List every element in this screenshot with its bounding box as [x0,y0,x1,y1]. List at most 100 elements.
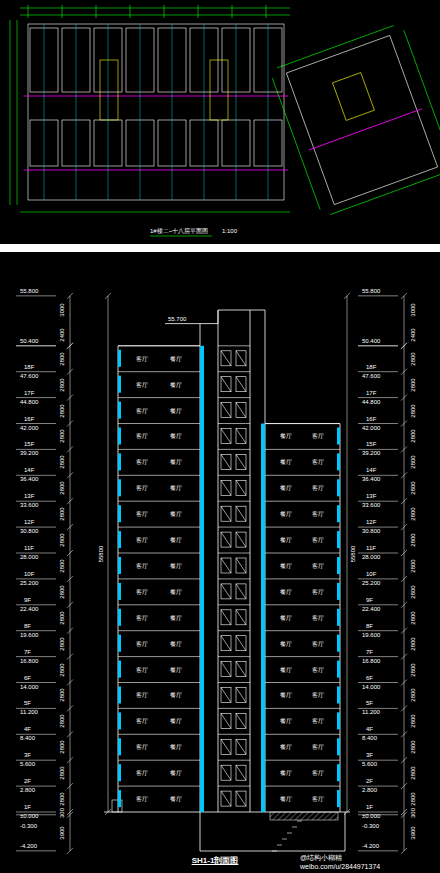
room-label: 餐厅 [170,615,182,621]
floor-label: 5F [366,700,373,706]
dimension-text: 3000 [59,303,65,316]
room-label: 客厅 [136,433,148,439]
elevation-label: 30.800 [362,528,380,534]
floor-label: 14F [366,467,376,473]
floor-label: 18F [24,364,34,370]
room-label: 客厅 [312,615,324,621]
elevation-label: 30.800 [20,528,38,534]
elevation-label: ±0.000 [362,813,380,819]
floor-label: 15F [366,441,376,447]
dimension-text: 2800 [59,741,65,754]
floor-label: 9F [24,597,31,603]
room-label: 客厅 [312,744,324,750]
floor-label: 7F [366,649,373,655]
elevation-label: 8.400 [362,735,377,741]
room-label: 餐厅 [170,770,182,776]
elevation-label: 22.400 [20,606,38,612]
room-label: 餐厅 [280,459,292,465]
floor-label: 2F [24,778,31,784]
floor-label: 4F [366,726,373,732]
drawing-caption: SH1-1剖面图 [192,856,239,865]
building-section [104,310,350,851]
room-label: 客厅 [312,511,324,517]
elevation-label: 5.600 [362,761,377,767]
dimension-text: 2800 [410,611,416,624]
dimension-text: 2800 [410,689,416,702]
floor-label: 15F [24,441,34,447]
elevation-label: 25.200 [362,580,380,586]
room-label: 餐厅 [170,718,182,724]
room-label: 客厅 [312,485,324,491]
elevation-label: 44.800 [362,399,380,405]
dimension-text: 2800 [59,637,65,650]
floor-label: 13F [24,493,34,499]
elevation-label: -0.300 [20,823,37,829]
room-label: 餐厅 [280,563,292,569]
room-label: 客厅 [312,770,324,776]
dimension-text: 2800 [59,507,65,520]
room-label: 餐厅 [280,641,292,647]
room-label: 餐厅 [170,796,182,802]
room-label: 客厅 [312,796,324,802]
dimension-text: 2800 [59,404,65,417]
elevation-label: 8.400 [20,735,35,741]
floor-label: 12F [24,519,34,525]
room-label: 餐厅 [170,433,182,439]
room-label: 餐厅 [280,433,292,439]
room-label: 餐厅 [170,563,182,569]
elevation-label: 36.400 [20,476,38,482]
room-label: 餐厅 [280,667,292,673]
room-label: 客厅 [136,796,148,802]
room-label: 客厅 [136,408,148,414]
floor-label: 14F [24,467,34,473]
room-label: 餐厅 [280,485,292,491]
elevation-label: 36.400 [362,476,380,482]
room-label: 餐厅 [280,589,292,595]
elevation-label: 14.000 [362,684,380,690]
room-label: 餐厅 [280,796,292,802]
room-label: 客厅 [136,744,148,750]
room-label: 餐厅 [170,382,182,388]
dimension-text: 2800 [59,766,65,779]
watermark: weibo.com/u/2844971374 [300,863,380,870]
elevation-label: ±0.000 [20,813,38,819]
room-label: 客厅 [136,382,148,388]
room-label: 餐厅 [280,692,292,698]
floor-label: 10F [24,571,34,577]
room-label: 餐厅 [280,718,292,724]
room-label: 餐厅 [280,744,292,750]
dimension-text: 2800 [59,559,65,572]
room-label: 客厅 [312,667,324,673]
elevation-label: 55.800 [362,288,380,294]
floor-label: 16F [366,416,376,422]
room-label: 餐厅 [170,641,182,647]
room-label: 客厅 [136,667,148,673]
elevation-label: 47.600 [20,373,38,379]
elevation-label: 14.000 [20,684,38,690]
elevation-label: 33.600 [20,502,38,508]
floor-label: 10F [366,571,376,577]
floor-label: 6F [366,675,373,681]
elevation-label: 42.000 [20,425,38,431]
floor-label: 8F [366,623,373,629]
room-label: 餐厅 [170,589,182,595]
dimension-text: 300 [410,808,416,818]
floor-label: 17F [366,390,376,396]
floor-label: 4F [24,726,31,732]
room-label: 餐厅 [170,667,182,673]
floor-label: 9F [366,597,373,603]
dimension-text: 2800 [59,482,65,495]
floor-label: 17F [24,390,34,396]
room-label: 餐厅 [170,485,182,491]
room-label: 客厅 [312,459,324,465]
plan-title: 1#楼二~十八层平面图 [150,228,208,234]
elevation-label: -4.200 [362,843,379,849]
dimension-text: 2800 [410,378,416,391]
floor-label: 3F [366,752,373,758]
elevation-label: 22.400 [362,606,380,612]
elevation-label: 50.400 [20,338,38,344]
dimension-text: 2400 [59,328,65,341]
dimension-text: 2800 [59,663,65,676]
floor-label: 1F [366,804,373,810]
room-label: 客厅 [136,641,148,647]
